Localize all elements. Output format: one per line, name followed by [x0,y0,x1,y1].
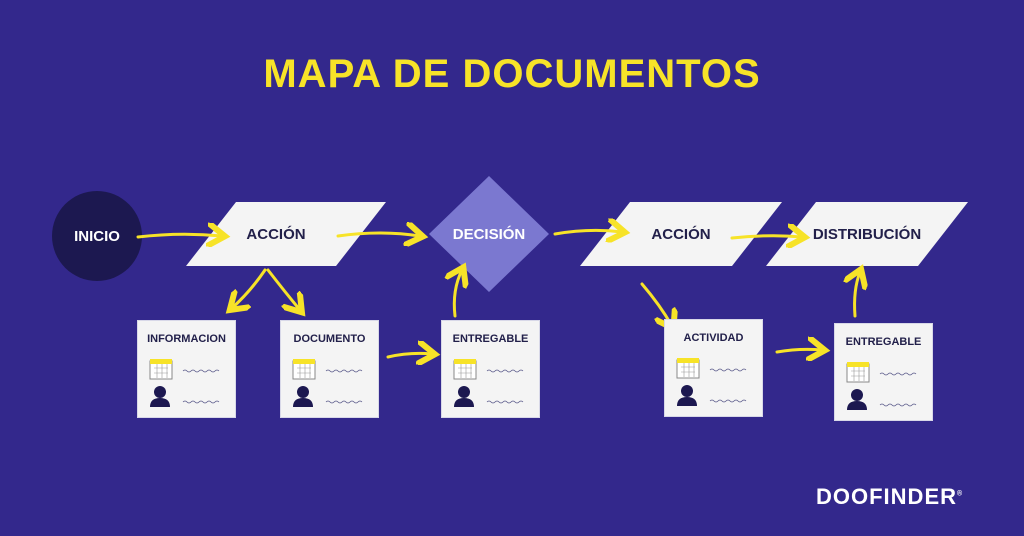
action-label-2: ACCIÓN [651,226,711,243]
arrow [454,270,462,318]
decision-label: DECISIÓN [452,226,526,243]
arrow [775,349,822,352]
user-icon [293,386,313,407]
placeholder-line [182,400,220,404]
document-card: ACTIVIDAD [664,319,763,417]
placeholder-line [325,369,363,373]
action-label-1: ACCIÓN [246,226,306,243]
calendar-icon [846,362,870,383]
placeholder-line [325,400,363,404]
calendar-icon [453,359,477,380]
calendar-icon [149,359,173,380]
placeholder-line [879,403,917,407]
user-icon [847,389,867,410]
arrow [855,272,860,318]
arrow [553,230,622,234]
placeholder-line [182,369,220,373]
arrow [136,234,222,237]
card-title: ENTREGABLE [845,336,922,348]
distribution-node [766,202,968,266]
arrow [232,268,267,308]
card-title: ACTIVIDAD [683,332,744,344]
arrow [730,236,802,238]
calendar-icon [292,359,316,380]
arrow [336,233,420,236]
card-title: DOCUMENTO [293,333,366,345]
calendar-icon [676,358,700,379]
arrow [386,353,432,357]
action-node-2 [580,202,782,266]
start-node [52,191,142,281]
doofinder-logo: DOOFINDER® [816,484,964,509]
document-card: DOCUMENTO [280,320,379,418]
placeholder-line [709,368,747,372]
action-node-1 [186,202,386,266]
placeholder-line [709,399,747,403]
placeholder-line [486,369,524,373]
arrow [266,268,300,310]
card-title: INFORMACION [147,333,226,345]
document-card: ENTREGABLE [834,323,933,421]
distribution-label: DISTRIBUCIÓN [812,226,922,243]
document-card: ENTREGABLE [441,320,540,418]
logo-text: DOOFINDER [816,484,957,509]
placeholder-line [486,400,524,404]
card-title: ENTREGABLE [452,333,529,345]
user-icon [677,385,697,406]
user-icon [454,386,474,407]
user-icon [150,386,170,407]
page-title: MAPA DE DOCUMENTOS [263,52,761,96]
document-card: INFORMACION [137,320,236,418]
start-label: INICIO [74,228,120,245]
placeholder-line [879,372,917,376]
